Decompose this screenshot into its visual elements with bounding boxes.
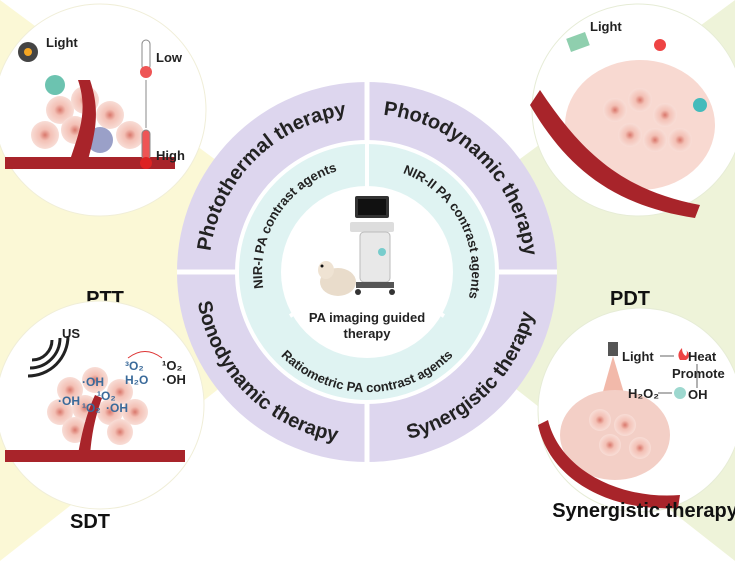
- hydroxyl-icon: [674, 387, 686, 399]
- temp-low-label: Low: [156, 50, 183, 65]
- us-label: US: [62, 326, 80, 341]
- syn-heat-label: Heat: [688, 349, 717, 364]
- center-title-line1: PA imaging guided: [309, 310, 425, 325]
- synergistic-panel: Light Heat Promote H₂O₂ OH: [537, 307, 735, 513]
- mouse-icon: [318, 261, 356, 296]
- sdt-triplet-o2: ³O₂: [125, 359, 144, 373]
- temp-high-label: High: [156, 148, 185, 163]
- pdt-panel: Light: [530, 3, 735, 218]
- syn-h2o2-label: H₂O₂: [628, 386, 659, 401]
- sdt-panel: US ·OH ¹O₂ ·OH ¹O₂ ·OH ³O₂ H₂O ¹O₂ ·OH: [0, 300, 205, 510]
- light-burst-icon: [18, 42, 38, 62]
- pdt-light-label: Light: [590, 19, 622, 34]
- sdt-oh-1: ·OH: [82, 375, 104, 389]
- ultrasound-machine-icon: [350, 196, 395, 295]
- ptt-panel: Light Low High: [0, 3, 207, 217]
- syn-promote-label: Promote: [672, 366, 725, 381]
- laser-icon: [608, 342, 618, 356]
- sdt-o2-1: ¹O₂: [97, 389, 116, 403]
- sdt-oh: ·OH: [162, 372, 186, 387]
- center-title-line2: therapy: [344, 326, 392, 341]
- syn-light-label: Light: [622, 349, 654, 364]
- tumor-illustration: [5, 75, 175, 169]
- sdt-label: SDT: [70, 511, 110, 533]
- central-ring: [177, 82, 557, 462]
- arrow-icon: [127, 351, 163, 359]
- sdt-o2-2: ¹O₂: [82, 401, 101, 415]
- sdt-oh-3: ·OH: [106, 401, 128, 415]
- thermometer-icon: [140, 39, 152, 169]
- light-source-icon: [566, 32, 590, 52]
- synergistic-label: Synergistic therapy: [552, 500, 735, 522]
- flame-icon: [678, 348, 689, 360]
- sdt-singlet-o2: ¹O₂: [162, 358, 182, 373]
- sdt-h2o: H₂O: [125, 373, 148, 387]
- tumor-illustration: [5, 367, 185, 462]
- singlet-oxygen-icon: [693, 98, 707, 112]
- oxygen-icon: [654, 39, 666, 51]
- ultrasound-waves-icon: [27, 335, 70, 378]
- ptt-light-label: Light: [46, 35, 78, 50]
- pdt-label: PDT: [610, 288, 650, 310]
- syn-oh-label: OH: [688, 387, 708, 402]
- sdt-oh-2: ·OH: [58, 394, 80, 408]
